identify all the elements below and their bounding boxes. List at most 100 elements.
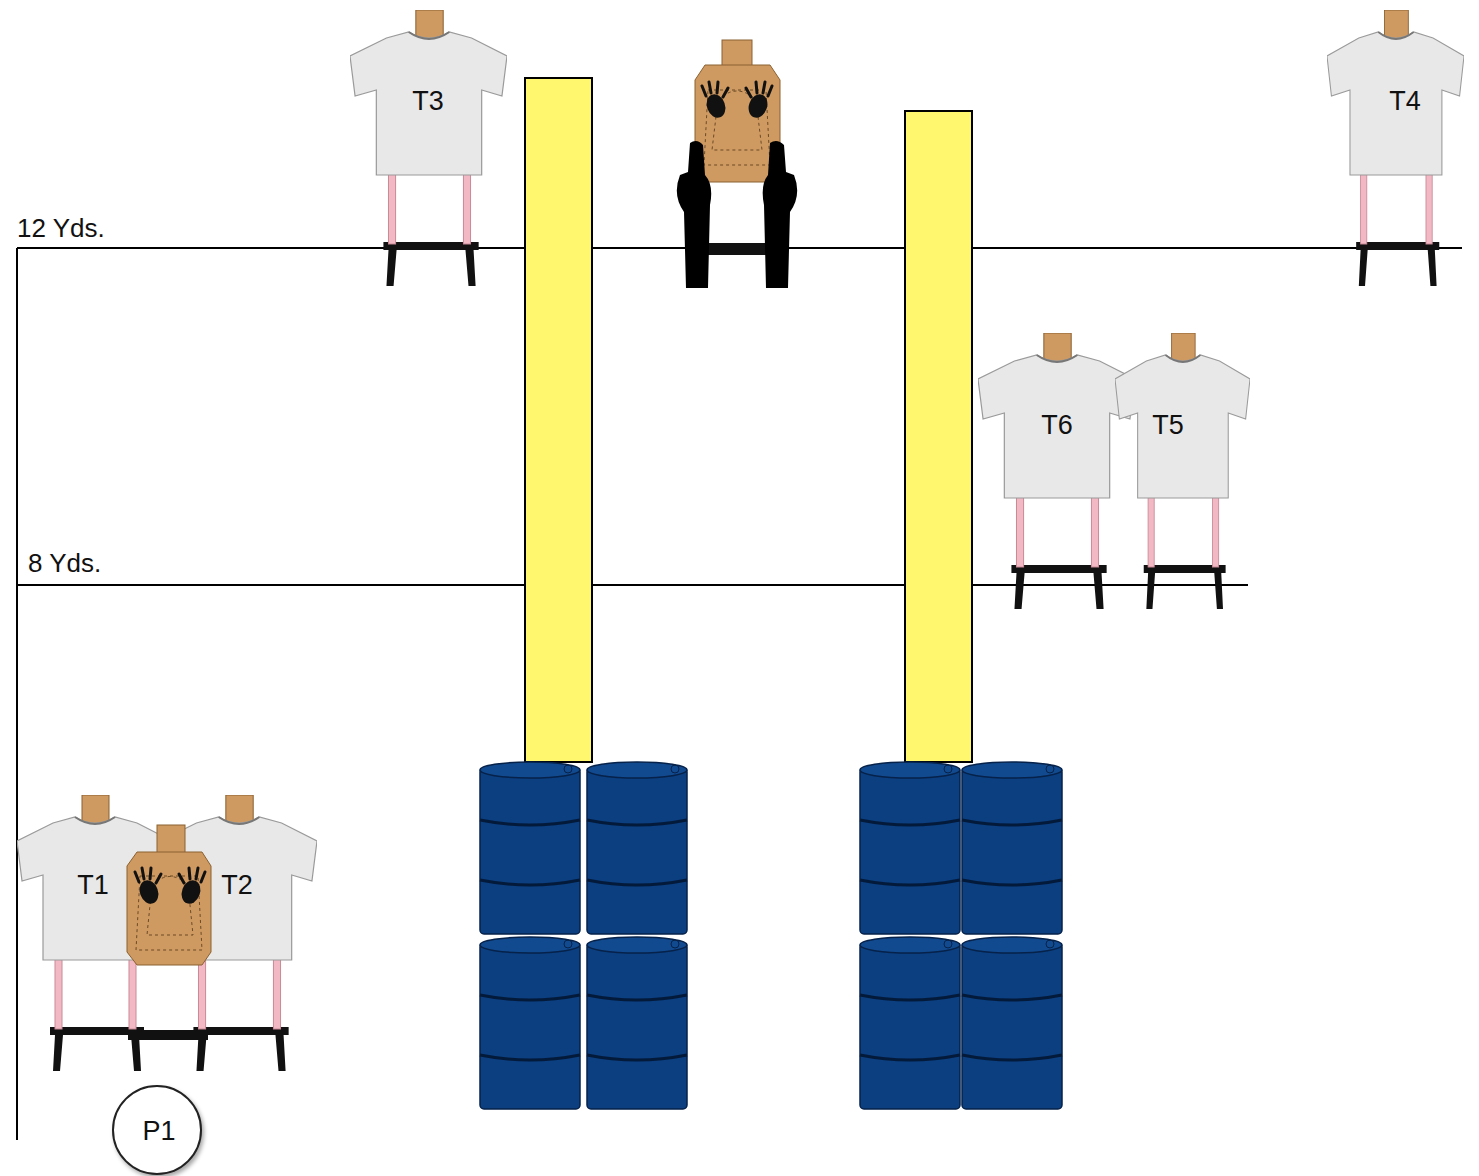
wall bbox=[525, 78, 592, 762]
target-stick bbox=[388, 170, 395, 244]
distance-wrap: 12 Yds. bbox=[17, 214, 105, 243]
target-body bbox=[127, 852, 211, 965]
target-label: T1 bbox=[77, 871, 109, 901]
barrel bbox=[587, 762, 687, 934]
target-label: T3 bbox=[412, 87, 444, 117]
target-stand bbox=[383, 242, 478, 286]
barrel bbox=[962, 762, 1062, 934]
barrel-lid bbox=[587, 762, 687, 778]
target-illustration bbox=[1327, 10, 1464, 290]
t-shirt bbox=[350, 32, 507, 175]
barrel bbox=[962, 937, 1062, 1109]
distance-wrap: 8 Yds. bbox=[28, 549, 101, 578]
shoot-target: T3 bbox=[350, 10, 507, 290]
target-head bbox=[157, 825, 185, 853]
barrel-ring bbox=[860, 880, 960, 885]
collar bbox=[1378, 32, 1413, 39]
barrel-ring bbox=[480, 820, 580, 825]
hand bbox=[136, 878, 161, 907]
distance-label: 8 Yds. bbox=[28, 549, 101, 578]
t-shirt bbox=[1115, 355, 1250, 498]
fingers bbox=[702, 82, 772, 97]
target-stick bbox=[1148, 493, 1154, 567]
barrel-bung bbox=[671, 765, 679, 773]
barrel-ring bbox=[860, 1055, 960, 1060]
barrel-ring bbox=[587, 1055, 687, 1060]
barrel-lid bbox=[860, 937, 960, 953]
target-illustration bbox=[160, 795, 317, 1075]
barrel-ring bbox=[587, 995, 687, 1000]
target-label: T5 bbox=[1152, 411, 1184, 441]
target-stick bbox=[198, 955, 205, 1029]
barrel-lid bbox=[480, 762, 580, 778]
target-illustration bbox=[978, 333, 1135, 613]
target-label: P1 bbox=[142, 1117, 175, 1147]
target-stand bbox=[193, 1027, 288, 1071]
barrel bbox=[480, 937, 580, 1109]
target-stand bbox=[50, 1027, 144, 1071]
text-holder: T6 bbox=[1041, 411, 1073, 441]
barrel-body bbox=[480, 943, 580, 1109]
target-stand bbox=[1011, 565, 1106, 609]
t-shirt bbox=[978, 355, 1135, 498]
target-illustration bbox=[1115, 333, 1250, 613]
barrel bbox=[480, 762, 580, 934]
barrel-bung bbox=[671, 940, 679, 948]
target-body bbox=[695, 65, 780, 182]
target-stick bbox=[1361, 170, 1367, 244]
target-stick bbox=[1091, 493, 1098, 567]
barrel-ring bbox=[480, 995, 580, 1000]
distance-label: 12 Yds. bbox=[17, 214, 105, 243]
text-holder: T4 bbox=[1389, 87, 1421, 117]
target-head bbox=[722, 40, 752, 66]
barrel-bung bbox=[944, 765, 952, 773]
barrel-lid bbox=[587, 937, 687, 953]
shoot-target: T1 bbox=[17, 795, 172, 1075]
barrel-bung bbox=[564, 765, 572, 773]
side-line bbox=[16, 248, 18, 1140]
barrel bbox=[860, 937, 960, 1109]
text-holder: P1 bbox=[142, 1117, 175, 1147]
barrel-body bbox=[860, 943, 960, 1109]
barrel-ring bbox=[962, 995, 1062, 1000]
barrel-bung bbox=[1046, 765, 1054, 773]
target-stick bbox=[55, 955, 62, 1029]
barrel-bung bbox=[944, 940, 952, 948]
collar bbox=[1037, 355, 1078, 362]
yard-line bbox=[17, 584, 1248, 586]
no-shoot-target bbox=[127, 825, 211, 1040]
barrel-body bbox=[962, 768, 1062, 934]
barrel-lid bbox=[962, 762, 1062, 778]
collar bbox=[1166, 355, 1201, 362]
stand-bar bbox=[700, 243, 775, 255]
stand-bar bbox=[128, 1030, 208, 1040]
target-stick bbox=[1016, 493, 1023, 567]
barrel-ring bbox=[962, 1055, 1062, 1060]
text-holder: T2 bbox=[221, 871, 253, 901]
target-stick bbox=[1426, 170, 1432, 244]
target-stand bbox=[1356, 242, 1439, 286]
shoot-target: T6 bbox=[978, 333, 1135, 613]
text-holder: T5 bbox=[1152, 411, 1184, 441]
text-holder: T1 bbox=[77, 871, 109, 901]
barrel-lid bbox=[962, 937, 1062, 953]
target-stick bbox=[129, 955, 136, 1029]
shooter-position: P1 bbox=[112, 1085, 202, 1175]
barrel-ring bbox=[587, 820, 687, 825]
barrel-lid bbox=[860, 762, 960, 778]
barrel bbox=[587, 937, 687, 1109]
target-illustration bbox=[350, 10, 507, 290]
barrel-bung bbox=[1046, 940, 1054, 948]
collar bbox=[409, 32, 450, 39]
shoot-target: T4 bbox=[1327, 10, 1464, 290]
collar bbox=[75, 817, 115, 824]
barrel-ring bbox=[587, 880, 687, 885]
barrel-body bbox=[480, 768, 580, 934]
hands bbox=[135, 868, 205, 906]
target-label: T6 bbox=[1041, 411, 1073, 441]
